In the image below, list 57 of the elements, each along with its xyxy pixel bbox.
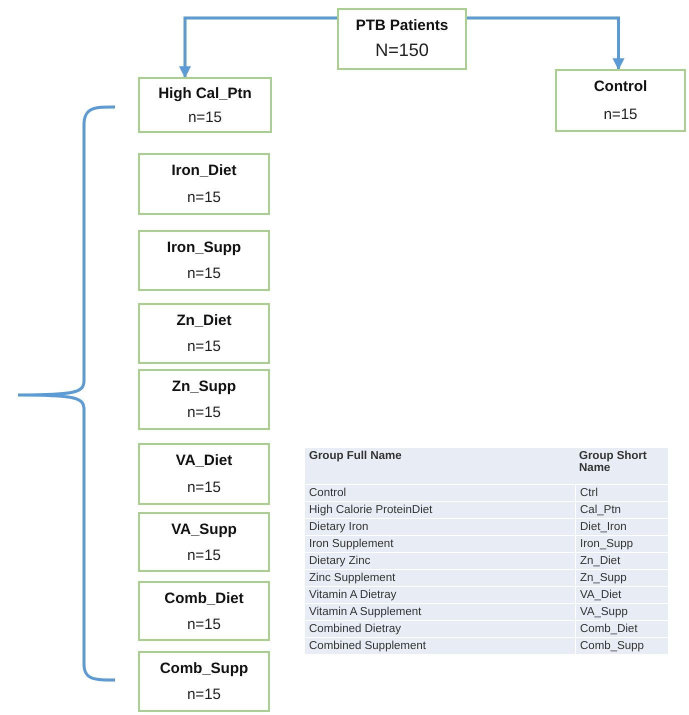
table-cell-text: Combined Dietray <box>308 622 402 637</box>
table-cell: Comb_Diet <box>575 621 668 637</box>
table-cell-text: Iron Supplement <box>308 537 394 552</box>
table-cell-text: Control <box>308 486 348 501</box>
sample-size: n=15 <box>187 189 221 206</box>
group-box <box>138 443 270 505</box>
group-name: Control <box>594 78 648 96</box>
group-box <box>138 77 272 133</box>
sample-size: n=15 <box>187 616 221 632</box>
table-cell-text: Vitamin A Dietray <box>308 588 398 603</box>
sample-size: n=15 <box>188 108 222 126</box>
group-box <box>138 369 270 430</box>
table-cell: Cal_Ptn <box>575 502 668 518</box>
table-header: Group Short Name <box>578 449 648 476</box>
sample-size: n=15 <box>187 404 221 422</box>
sample-size: n=15 <box>187 338 221 356</box>
sample-size: n=15 <box>187 686 221 704</box>
group-box <box>138 153 270 215</box>
group-box <box>138 512 270 572</box>
group-box <box>337 8 467 70</box>
group-name: Comb_Diet <box>164 590 244 606</box>
group-name: Zn_Diet <box>176 312 232 329</box>
table-cell-text: Dietary Zinc <box>308 554 372 569</box>
group-name: VA_Supp <box>171 520 237 538</box>
sample-size: n=15 <box>604 106 638 123</box>
table-cell: Zn_Supp <box>575 570 668 586</box>
table-cell-text: Zinc Supplement <box>308 571 396 586</box>
table-header: Group Full Name <box>308 449 403 464</box>
group-name: VA_Diet <box>176 452 232 469</box>
group-box <box>138 303 270 364</box>
table-cell: VA_Supp <box>575 604 668 620</box>
group-name: Zn_Supp <box>172 378 236 395</box>
arrow <box>179 16 337 78</box>
group-name: Comb_Supp <box>160 660 248 677</box>
group-box <box>138 651 270 712</box>
sample-size: n=15 <box>187 546 221 564</box>
sample-size: N=150 <box>375 40 429 61</box>
arrow <box>467 16 624 70</box>
table-cell: Comb_Supp <box>575 638 668 654</box>
sample-size: n=15 <box>187 265 221 282</box>
table-cell-text: High Calorie ProteinDiet <box>308 503 434 518</box>
table-cell: Iron_Supp <box>575 536 668 552</box>
group-name: PTB Patients <box>356 17 448 34</box>
group-box <box>555 69 686 132</box>
table-cell-text: Dietary Iron <box>308 520 370 535</box>
table-cell: Ctrl <box>575 485 668 501</box>
group-name: Iron_Diet <box>171 162 236 179</box>
table-cell: Zn_Diet <box>575 553 668 569</box>
group-box <box>138 230 270 291</box>
table-cell: VA_Diet <box>575 587 668 603</box>
table-cell: Diet_Iron <box>575 519 668 535</box>
group-box <box>138 581 270 641</box>
group-name: High Cal_Ptn <box>158 84 252 102</box>
sample-size: n=15 <box>187 479 221 496</box>
group-name: Iron_Supp <box>166 238 242 256</box>
table-cell-text: Combined Supplement <box>308 639 427 654</box>
table-cell-text: Vitamin A Supplement <box>308 605 422 620</box>
